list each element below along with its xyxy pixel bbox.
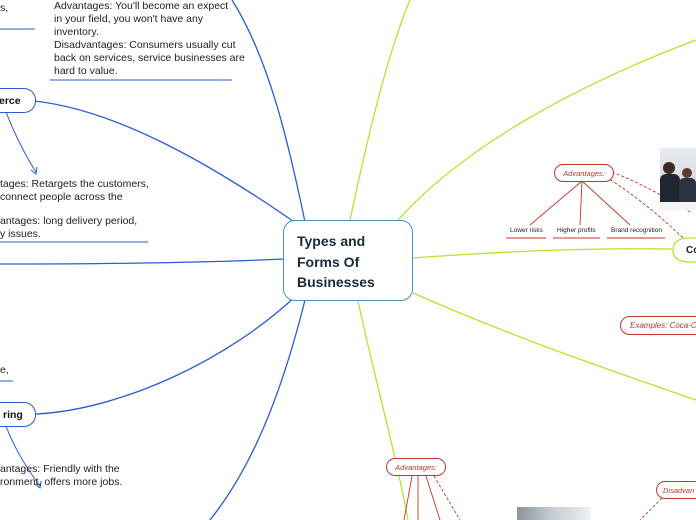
branch-top-right xyxy=(397,39,696,221)
corp-red-connectors xyxy=(403,171,691,520)
note-service-line-6: hard to value. xyxy=(54,65,118,77)
branch-ecommerce-pill[interactable]: erce xyxy=(0,88,36,113)
note-service-line-1: Advantages: You'll become an expect xyxy=(54,0,229,12)
corp-advantage-lower-risks: Lower risks xyxy=(510,227,543,234)
central-topic-line-3: Businesses xyxy=(297,274,375,290)
corp-advantage-brand-recognition: Brand recognition xyxy=(611,227,662,234)
branch-bottom xyxy=(357,300,409,520)
note-manufacturing-line-1: antages: Friendly with the xyxy=(0,463,120,475)
note-service-line-5: back on services, service businesses are xyxy=(54,52,245,64)
bottom-adv-stub-1 xyxy=(403,475,413,520)
branch-corporation-label[interactable]: Co xyxy=(686,245,696,256)
corp-advantages-pill[interactable]: Advantages: xyxy=(554,164,614,182)
note-ecommerce-line-2: connect people across the xyxy=(0,191,123,203)
corporation-pill-outline xyxy=(672,237,696,263)
bottom-advantages-label: Advantages: xyxy=(395,462,437,472)
branch-bottom-left xyxy=(209,299,306,520)
arrow-manufacturing xyxy=(5,425,41,487)
branch-service xyxy=(231,0,306,223)
green-branches xyxy=(349,0,696,520)
branch-ecommerce-label: erce xyxy=(0,94,21,107)
note-ecommerce-line-5: y issues. xyxy=(0,228,41,240)
note-underlines xyxy=(0,28,232,382)
adv-to-higher-profits xyxy=(579,180,583,226)
note-ecommerce-line-4: antages: long delivery period, xyxy=(0,215,138,227)
branch-manufacturing-label: ring xyxy=(3,408,23,421)
corp-advantages-label: Advantages: xyxy=(563,168,605,178)
bottom-photo xyxy=(517,507,591,520)
photo-person-2-body xyxy=(679,178,696,204)
central-topic-line-2: Forms Of xyxy=(297,253,360,270)
bottom-advantages-pill[interactable]: Advantages: xyxy=(386,458,446,476)
branch-manufacturing xyxy=(35,291,301,415)
photo-person-1 xyxy=(663,162,675,174)
arrow-ecommerce xyxy=(5,111,37,173)
note-ecommerce-line-1: tages: Retargets the customers, xyxy=(0,178,149,190)
bottom-disadvantages-label: Disadvan xyxy=(663,485,695,495)
bottom-adv-stub-3 xyxy=(425,475,441,520)
note-service-line-4: Disadvantages: Consumers usually cut xyxy=(54,39,236,51)
bottom-adv-stub-4 xyxy=(433,475,461,520)
arrowhead-manufacturing xyxy=(34,480,42,489)
note-manufacturing-top: e, xyxy=(0,364,9,376)
corp-examples-pill[interactable]: Examples: Coca-Col xyxy=(620,316,696,335)
central-topic-line-1: Types and xyxy=(297,233,366,249)
adv-to-brand xyxy=(581,180,631,226)
central-topic[interactable]: Types and Forms Of Businesses xyxy=(283,220,413,301)
branch-right-low xyxy=(412,292,696,401)
photo-desk xyxy=(660,202,696,210)
business-people-photo xyxy=(660,148,696,210)
corp-advantage-higher-profits: Higher profits xyxy=(557,227,596,234)
note-arrows xyxy=(5,111,42,489)
note-manufacturing-line-2: ronment, offers more jobs. xyxy=(0,476,123,488)
bottom-disadvantages-pill[interactable]: Disadvan xyxy=(656,481,696,499)
branch-ecommerce xyxy=(33,100,301,227)
bottom-disadv-dashed xyxy=(639,497,663,520)
arrowhead-ecommerce xyxy=(30,166,38,175)
branch-corporation xyxy=(412,248,673,259)
blue-branches xyxy=(0,0,306,520)
branch-left-mid xyxy=(0,258,285,265)
note-service-line-2: in your field, you won't have any xyxy=(54,13,204,25)
note-service-line-3: inventory. xyxy=(54,26,99,38)
photo-person-2 xyxy=(682,168,692,178)
corp-examples-label: Examples: Coca-Col xyxy=(630,321,696,330)
adv-to-lower-risks xyxy=(529,180,583,226)
note-service-left: s, xyxy=(0,2,9,14)
branch-top xyxy=(349,0,411,221)
photo-person-1-body xyxy=(660,174,680,204)
branch-manufacturing-pill[interactable]: ring xyxy=(0,402,36,427)
adv-dashed xyxy=(605,176,686,241)
